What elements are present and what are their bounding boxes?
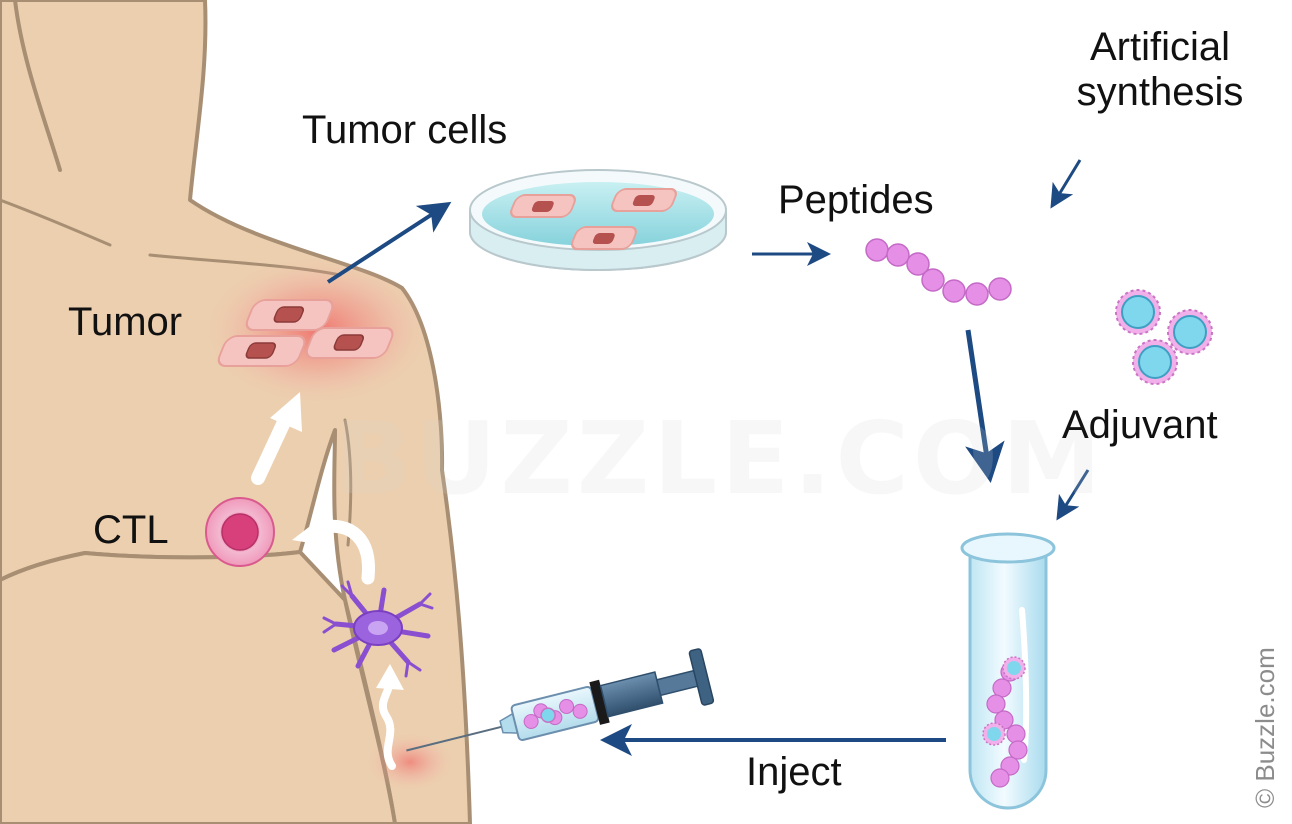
adjuvant-particle xyxy=(1167,309,1213,355)
dendritic-cell xyxy=(322,580,434,678)
test-tube xyxy=(960,532,1056,810)
tumor-cluster xyxy=(217,299,394,367)
tumor-cell xyxy=(245,299,334,331)
cultured-tumor-cell xyxy=(510,194,576,218)
human-body xyxy=(0,0,472,824)
label-inject: Inject xyxy=(746,750,842,794)
label-adjuvant: Adjuvant xyxy=(1062,403,1218,447)
copyright-credit: © Buzzle.com xyxy=(1250,647,1280,808)
adjuvant-particles xyxy=(1115,289,1213,385)
label-tumor: Tumor xyxy=(68,300,183,344)
adjuvant-particle xyxy=(1132,339,1178,385)
watermark: BUZZLE.COM xyxy=(335,400,1106,517)
label-artificial-synthesis: Artificial synthesis xyxy=(1076,25,1244,114)
arrow-synthesis-to-peptides xyxy=(1050,159,1082,209)
adjuvant-particle xyxy=(1115,289,1161,335)
cultured-tumor-cell xyxy=(611,188,677,212)
label-tumor-cells: Tumor cells xyxy=(302,108,508,152)
petri-dish xyxy=(469,169,727,271)
peptide-chain xyxy=(865,238,1012,306)
arrow-tumor-to-dish xyxy=(326,201,452,284)
arrow-peptides-to-tube xyxy=(965,329,1005,483)
tumor-cell xyxy=(217,335,306,367)
cultured-tumor-cell xyxy=(571,226,637,250)
label-ctl: CTL xyxy=(93,508,169,552)
tube-adjuvant xyxy=(982,656,1026,746)
ctl-cell xyxy=(205,497,275,567)
immune-path-arrows xyxy=(251,392,404,770)
syringe xyxy=(406,648,715,752)
tumor-cell xyxy=(305,327,394,359)
label-peptides: Peptides xyxy=(778,178,934,222)
arrow-adjuvant-to-tube xyxy=(1056,469,1090,521)
